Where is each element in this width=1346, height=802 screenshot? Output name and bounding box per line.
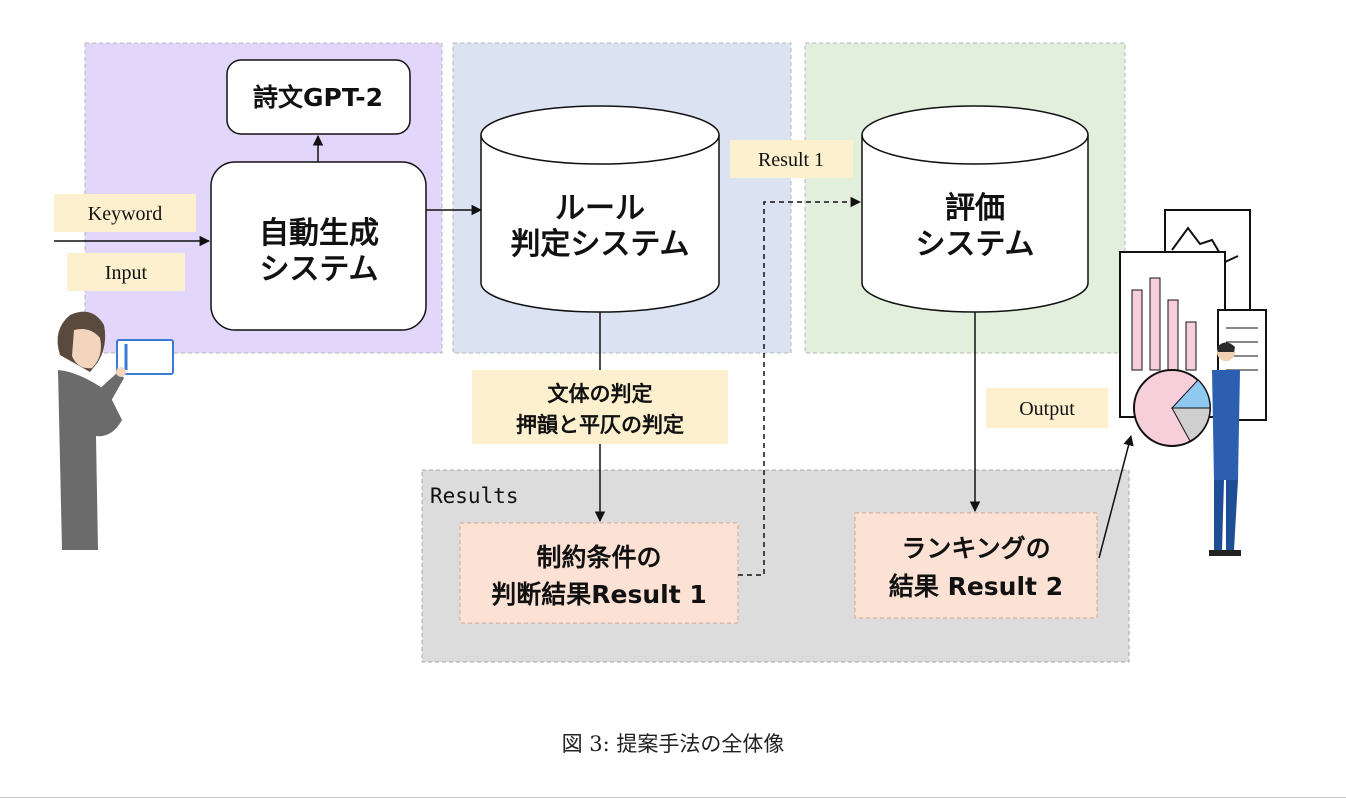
auto-gen-label-2: システム [259,252,378,287]
keyword-tag [54,194,196,232]
output-tag-label: Output [1019,398,1075,420]
gpt2-box [226,59,411,135]
checks-tag-label-2: 押韻と平仄の判定 [516,413,684,437]
auto-gen-label-1: 自動生成 [259,216,379,251]
gpt2-label: 詩文GPT-2 [253,83,383,112]
figure-caption: 図 3: 提案手法の全体像 [561,732,785,756]
constraint-result-label-2: 判断結果Result 1 [491,580,707,609]
checks-tag [472,370,728,444]
result1-tag-label: Result 1 [758,149,824,171]
ranking-result-box [854,512,1098,619]
rule-system-label-2: 判定システム [510,227,689,262]
input-tag [67,253,185,291]
result1-feedback-arrow [738,196,862,576]
ranking-to-output-arrow [1098,434,1134,559]
keyword-tag-label: Keyword [88,203,162,225]
ranking-result-label-2: 結果 Result 2 [889,572,1063,601]
page-divider [0,797,1346,798]
eval-system-label-2: システム [915,227,1034,262]
constraint-result-label-1: 制約条件の [536,543,661,572]
ranking-result-label-1: ランキングの [901,534,1050,563]
input-tag-label: Input [105,262,148,284]
touch-panel-icon [116,339,174,375]
rule-system-label-1: ルール [555,191,645,226]
checks-tag-label-1: 文体の判定 [548,382,653,406]
eval-system-label-1: 評価 [945,191,1005,226]
output-tag [986,388,1108,428]
results-panel-label: Results [430,484,519,508]
user-woman-illustration [57,311,174,550]
eval-system-cylinder [861,105,1089,313]
analyst-reports-illustration [1119,209,1267,556]
constraint-result-box [459,522,739,624]
result1-tag [730,140,853,178]
